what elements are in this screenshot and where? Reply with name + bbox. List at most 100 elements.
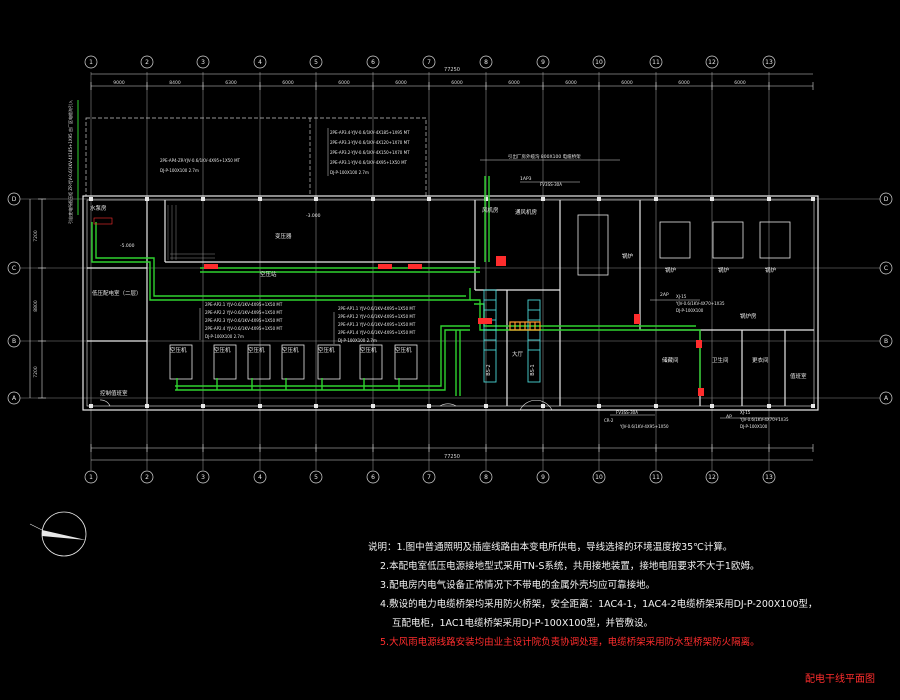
axis-label: 4 [258, 474, 262, 481]
room-label-air-comp-1: 空压机 [170, 346, 187, 354]
cable-spec: 2PE-AP3.1-YJV-0.6/1KV-4X95+1X50 MT [330, 160, 408, 165]
room-label-boiler-3: 锅炉 [765, 266, 777, 274]
axis-label: 1 [89, 474, 93, 481]
axis-label: 4 [258, 59, 262, 66]
axis-label: 7 [427, 474, 431, 481]
tray-crossings [509, 321, 541, 331]
span-label: 6000 [734, 80, 746, 86]
axis-label: 11 [652, 474, 660, 481]
cable-spec: 2PE-AP2.4 YJV-0.6/1KV-4X95+1X50 MT [205, 326, 283, 331]
room-label-air-comp-5: 空压机 [318, 346, 335, 354]
column-axis-grid [90, 72, 770, 470]
cable-spec: 2PE-AP3.4-YJV-0.6/1KV-4X185+1X95 MT [330, 130, 410, 135]
north-arrow-icon [29, 511, 87, 557]
room-label-boiler-1: 锅炉 [665, 266, 677, 274]
room-label-small-2: 卫生间 [712, 356, 729, 364]
span-label: 6000 [282, 80, 294, 86]
note-line-3: 3.配电房内电气设备正常情况下不带电的金属外壳均应可靠接地。 [380, 580, 656, 591]
room-label-fan-room: 风机房 [482, 206, 499, 214]
tag-bottom-2: CR-2 [604, 418, 614, 423]
room-label-small-1: 储藏间 [662, 356, 679, 364]
span-label: 8400 [169, 80, 181, 86]
cable-spec: DJ-P-100X100 2.7m [338, 338, 377, 343]
cable-spec: YJV-0.6/1KV-4X70+1X35 [739, 417, 789, 422]
red-marker-box [93, 217, 113, 225]
axis-label: B [12, 338, 16, 345]
top-total-dimension: 77250 [444, 67, 460, 73]
room-label-small-4: 值班室 [790, 372, 807, 380]
axis-label: A [884, 395, 889, 402]
cable-spec: 2PE-AP1.4 YJV-0.6/1KV-4X95+1X50 MT [338, 330, 416, 335]
axis-label: 8 [484, 474, 488, 481]
room-label-air-comp-7: 空压机 [395, 346, 412, 354]
cable-trays [91, 176, 701, 396]
top-span-labels: 9000 8400 6300 6000 6000 6000 6000 6000 … [113, 80, 746, 86]
note-line-4: 4.敷设的电力电缆桥架均采用防火桥架，安全距离：1AC4-1，1AC4-2电缆桥… [380, 599, 818, 610]
room-label-ventilation: 通风机房 [515, 208, 538, 216]
cable-spec-lower-middle: 2PE-AP1.1 YJV-0.6/1KV-4X95+1X50 MT 2PE-A… [338, 306, 416, 343]
axis-label: 9 [541, 474, 545, 481]
pit-hatch [167, 205, 215, 260]
axis-label: 3 [201, 59, 205, 66]
axis-label: C [884, 265, 888, 272]
axis-label: 5 [314, 59, 318, 66]
cable-spec: XJ-15 [740, 410, 751, 415]
span-label: 6000 [338, 80, 350, 86]
note-line-6: 5.大风雨电源线路安装均由业主设计院负责协调处理，电缆桥架采用防水型桥架防火隔离… [380, 637, 760, 648]
tag-bottom-1: FV3SS-30A [616, 410, 638, 415]
elevation-mark: -5.000 [120, 243, 135, 249]
ladder-label-bs2: BS-2 [486, 364, 492, 376]
room-label-boiler-2: 锅炉 [718, 266, 730, 274]
bottom-spec: YJV-0.6/1KV-4X95+1X50 [619, 424, 669, 429]
row-bubbles-left [7, 192, 21, 405]
axis-label: 12 [708, 474, 716, 481]
cable-spec: 2PE-AP4-ZR-YJV-0.6/1KV-4X95+1X50 MT [160, 158, 241, 163]
cable-spec: 2PE-AP2.3 YJV-0.6/1KV-4X95+1X50 MT [205, 318, 283, 323]
cable-spec: XJ-15 [676, 294, 687, 299]
cable-spec: DJ-P-100X100 2.7m [205, 334, 244, 339]
cable-leader-lines [199, 128, 780, 419]
column-labels-bottom: 1 2 3 4 5 6 7 8 9 10 11 12 13 [89, 474, 773, 481]
cable-spec: 2PE-AP3.3-YJV-0.6/1KV-4X120+1X70 MT [330, 140, 410, 145]
column-bubbles-bottom [84, 470, 776, 484]
note-line-1: 说明：1.图中普通照明及插座线路由本变电所供电，导线选择的环境温度按35℃计算。 [368, 542, 733, 553]
air-compressor-units [169, 344, 418, 380]
axis-label: 13 [765, 474, 773, 481]
span-label: 9000 [113, 80, 125, 86]
room-label-control: 控制值班室 [100, 389, 128, 397]
cable-spec-upper-left: 2PE-AP4-ZR-YJV-0.6/1KV-4X95+1X50 MT DJ-P… [160, 158, 241, 173]
room-label-small-3: 更衣间 [752, 356, 769, 364]
ladder-label-bs1: BS-1 [530, 364, 536, 376]
room-label-air-comp-3: 空压机 [248, 346, 265, 354]
vertical-incoming-note: 引自变电所低压柜 ZR-YJV-0.6/1KV-4X185+1X95 由厂区电缆… [67, 100, 73, 224]
axis-label: B [884, 338, 888, 345]
axis-label: 6 [371, 474, 375, 481]
axis-label: 13 [765, 59, 773, 66]
bottom-total-dimension: 77250 [444, 454, 460, 460]
callout-top-center: 引出厂房外缆沟 800X100 电缆桥架 [508, 153, 581, 160]
bottom-right-spec: XJ-15 YJV-0.6/1KV-4X70+1X35 DJ-P-100X100 [739, 410, 789, 429]
bottom-dimension-lines [90, 444, 814, 461]
room-label-water-pump: 水泵房 [90, 204, 107, 212]
axis-label: D [884, 196, 889, 203]
elevation-mark: -3.000 [306, 213, 321, 219]
distribution-boxes [204, 256, 704, 396]
cable-spec: 2PE-AP2.1 YJV-0.6/1KV-4X95+1X50 MT [205, 302, 283, 307]
room-label-air-comp-6: 空压机 [360, 346, 377, 354]
span-label: 6000 [395, 80, 407, 86]
columns [89, 197, 815, 408]
cable-spec-upper-right: 2PE-AP3.4-YJV-0.6/1KV-4X185+1X95 MT 2PE-… [330, 130, 410, 175]
tag-1ap3-spec: FV3SS-30A [540, 182, 562, 187]
axis-label: 8 [484, 59, 488, 66]
boiler-units [577, 214, 791, 276]
column-labels-top: 1 2 3 4 5 6 7 8 9 10 11 12 13 [89, 59, 773, 66]
room-label-boiler-room: 锅炉房 [740, 312, 757, 320]
axis-label: 2 [145, 474, 149, 481]
axis-label: 10 [595, 474, 603, 481]
cable-spec: 2PE-AP1.1 YJV-0.6/1KV-4X95+1X50 MT [338, 306, 416, 311]
cable-spec: DJ-P-100X100 2.7m [330, 170, 369, 175]
cable-spec: DJ-P-100X100 [740, 424, 768, 429]
span-label: 6000 [565, 80, 577, 86]
room-label-compressor-area: 空压站 [260, 270, 277, 278]
